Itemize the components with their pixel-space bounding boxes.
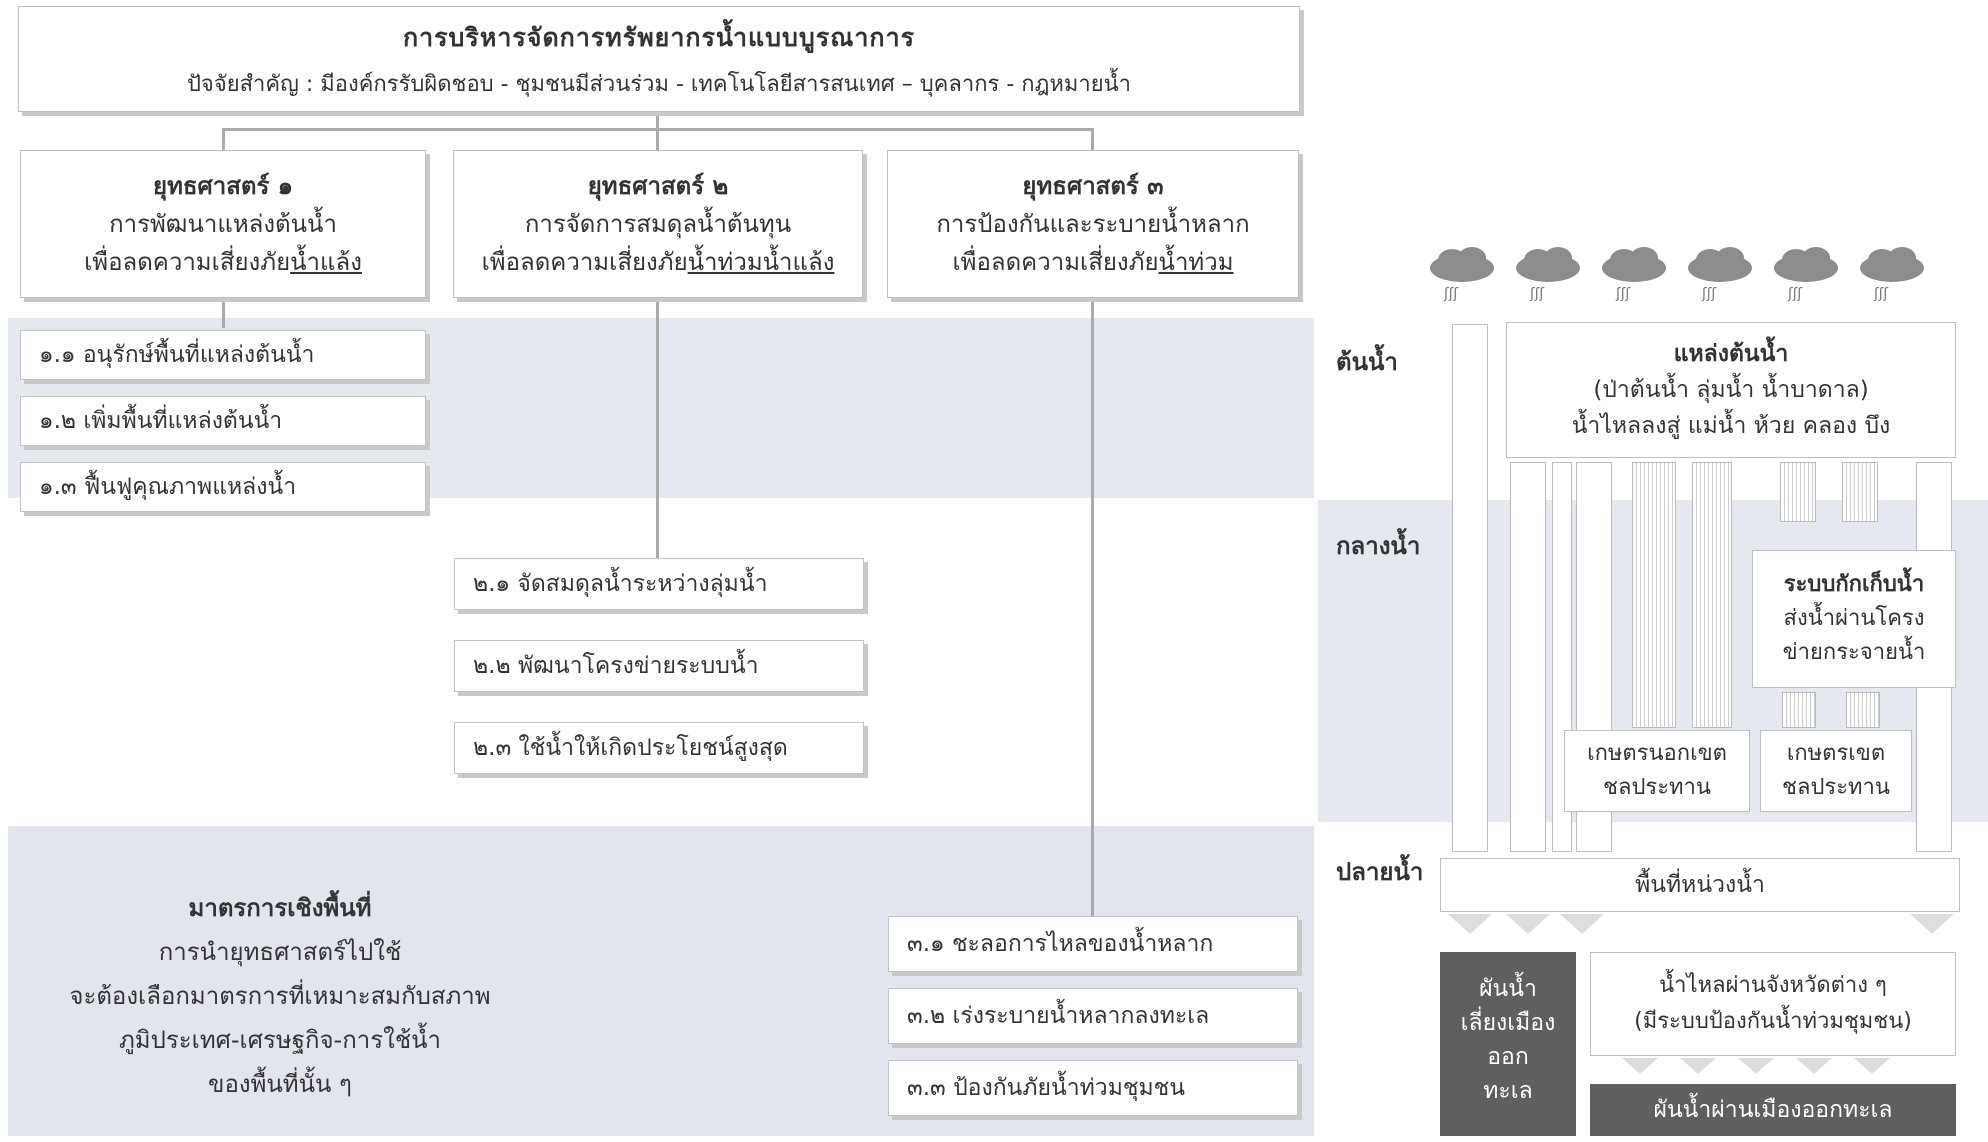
arrow-down-icon xyxy=(1560,914,1604,934)
through-line2: (มีระบบป้องกันน้ำท่วมชุมชน) xyxy=(1634,1009,1912,1034)
measure-2-1: ๒.๑ จัดสมดุลน้ำระหว่างลุ่มน้ำ xyxy=(454,558,864,610)
divert-line-4: ทะเล xyxy=(1483,1078,1533,1104)
rain-clouds: ʃʃʃ ʃʃʃ ʃʃʃ ʃʃʃ ʃʃʃ ʃʃʃ xyxy=(1430,247,1924,302)
flow-column-2 xyxy=(1510,462,1546,852)
arrow-down-icon xyxy=(1680,1058,1716,1074)
flow-hatch-a xyxy=(1632,462,1676,728)
svg-text:ʃʃʃ: ʃʃʃ xyxy=(1787,286,1802,302)
integrated-management-box: การบริหารจัดการทรัพยากรน้ำแบบบูรณาการ ปั… xyxy=(18,6,1300,112)
farm-irrigation-box: เกษตรเขต ชลประทาน xyxy=(1760,730,1912,812)
water-source-title: แหล่งต้นน้ำ xyxy=(1673,341,1789,367)
strategy-3-box: ยุทธศาสตร์ ๓ การป้องกันและระบายน้ำหลาก เ… xyxy=(887,150,1299,298)
arrow-down-icon xyxy=(1910,914,1954,934)
through-provinces-box: น้ำไหลผ่านจังหวัดต่าง ๆ (มีระบบป้องกันน้… xyxy=(1590,952,1956,1056)
arrow-down-icon xyxy=(1448,914,1492,934)
measure-1-3: ๑.๓ ฟื้นฟูคุณภาพแหล่งน้ำ xyxy=(20,462,426,512)
area-line-3: ภูมิประเทศ-เศรษฐกิจ-การใช้น้ำ xyxy=(118,1026,441,1054)
connector-s3 xyxy=(1091,128,1094,150)
svg-text:ʃʃʃ: ʃʃʃ xyxy=(1529,286,1544,302)
connector-s1-down xyxy=(222,298,225,328)
strategy-2-line2: เพื่อลดความเสี่ยงภัยน้ำท่วมน้ำแล้ง xyxy=(481,248,835,276)
arrow-down-icon xyxy=(1738,1058,1774,1074)
arrow-down-icon xyxy=(1622,1058,1658,1074)
strategy-3-title: ยุทธศาสตร์ ๓ xyxy=(1022,172,1164,200)
city-to-sea-bar: ผันน้ำผ่านเมืองออกทะเล xyxy=(1590,1084,1956,1136)
flow-hatch-d xyxy=(1842,462,1878,522)
rain-cloud-icon: ʃʃʃ xyxy=(1688,247,1752,302)
flow-hatch-b xyxy=(1692,462,1732,728)
water-source-line2: น้ำไหลลงสู่ แม่น้ำ ห้วย คลอง บึง xyxy=(1571,413,1891,439)
measure-1-1: ๑.๑ อนุรักษ์พื้นที่แหล่งต้นน้ำ xyxy=(20,330,426,380)
city-to-sea-label: ผันน้ำผ่านเมืองออกทะเล xyxy=(1653,1097,1893,1123)
measure-2-2: ๒.๒ พัฒนาโครงข่ายระบบน้ำ xyxy=(454,640,864,692)
storage-system-title: ระบบกักเก็บน้ำ xyxy=(1783,572,1925,597)
water-source-line1: (ป่าต้นน้ำ ลุ่มน้ำ น้ำบาดาล) xyxy=(1593,377,1869,403)
farm-inside-line1: เกษตรเขต xyxy=(1786,741,1886,766)
farm-outside-line1: เกษตรนอกเขต xyxy=(1587,741,1727,766)
strategy-1-line1: การพัฒนาแหล่งต้นน้ำ xyxy=(109,210,337,238)
divert-line-1: ผันน้ำ xyxy=(1479,976,1537,1002)
measure-3-2: ๓.๒ เร่งระบายน้ำหลากลงทะเล xyxy=(888,988,1298,1044)
connector-s2-down xyxy=(656,298,659,560)
storage-line1: ส่งน้ำผ่านโครง xyxy=(1783,606,1925,631)
rain-cloud-icon: ʃʃʃ xyxy=(1774,247,1838,302)
flow-column-left xyxy=(1452,324,1488,852)
area-line-4: ของพื้นที่นั้น ๆ xyxy=(208,1070,352,1098)
rain-cloud-icon: ʃʃʃ xyxy=(1602,247,1666,302)
rain-cloud-icon: ʃʃʃ xyxy=(1430,247,1494,302)
strategy-2-line1: การจัดการสมดุลน้ำต้นทุน xyxy=(524,210,792,238)
key-factors: ปัจจัยสำคัญ : มีองค์กรรับผิดชอบ - ชุมชนม… xyxy=(186,71,1132,97)
arrow-down-icon xyxy=(1854,1058,1890,1074)
svg-text:ʃʃʃ: ʃʃʃ xyxy=(1873,286,1888,302)
strategy-2-box: ยุทธศาสตร์ ๒ การจัดการสมดุลน้ำต้นทุน เพื… xyxy=(453,150,863,298)
zone-downstream: ปลายน้ำ xyxy=(1336,858,1424,886)
storage-line2: ข่ายกระจายน้ำ xyxy=(1782,640,1926,665)
svg-text:ʃʃʃ: ʃʃʃ xyxy=(1443,286,1458,302)
strategy-3-line1: การป้องกันและระบายน้ำหลาก xyxy=(936,210,1250,238)
flow-hatch-f xyxy=(1846,692,1880,728)
flow-hatch-e xyxy=(1782,692,1816,728)
connector-s2 xyxy=(656,128,659,150)
arrow-down-icon xyxy=(1796,1058,1832,1074)
storage-system-box: ระบบกักเก็บน้ำ ส่งน้ำผ่านโครง ข่ายกระจาย… xyxy=(1752,550,1956,688)
divert-bypass-box: ผันน้ำ เลี่ยงเมือง ออก ทะเล xyxy=(1440,952,1576,1136)
water-source-box: แหล่งต้นน้ำ (ป่าต้นน้ำ ลุ่มน้ำ น้ำบาดาล)… xyxy=(1506,322,1956,458)
retention-area-label: พื้นที่หน่วงน้ำ xyxy=(1635,872,1765,898)
flow-hatch-c xyxy=(1780,462,1816,522)
zone-upstream: ต้นน้ำ xyxy=(1336,348,1398,376)
rain-cloud-icon: ʃʃʃ xyxy=(1860,247,1924,302)
area-measures-title: มาตรการเชิงพื้นที่ xyxy=(188,894,372,922)
through-line1: น้ำไหลผ่านจังหวัดต่าง ๆ xyxy=(1659,973,1887,998)
arrow-down-icon xyxy=(1506,914,1550,934)
zone-midstream: กลางน้ำ xyxy=(1336,532,1421,560)
connector-s3-down xyxy=(1091,298,1094,916)
retention-area-box: พื้นที่หน่วงน้ำ xyxy=(1440,858,1960,912)
page-title: การบริหารจัดการทรัพยากรน้ำแบบบูรณาการ xyxy=(402,22,916,52)
strategy-1-title: ยุทธศาสตร์ ๑ xyxy=(153,172,293,200)
area-line-2: จะต้องเลือกมาตรการที่เหมาะสมกับสภาพ xyxy=(69,982,491,1010)
measure-3-3: ๓.๓ ป้องกันภัยน้ำท่วมชุมชน xyxy=(888,1060,1298,1116)
farm-inside-line2: ชลประทาน xyxy=(1782,775,1890,800)
measure-1-2: ๑.๒ เพิ่มพื้นที่แหล่งต้นน้ำ xyxy=(20,396,426,446)
divert-line-2: เลี่ยงเมือง xyxy=(1460,1010,1556,1036)
area-line-1: การนำยุทธศาสตร์ไปใช้ xyxy=(158,938,402,966)
connector-s1 xyxy=(222,128,225,150)
svg-text:ʃʃʃ: ʃʃʃ xyxy=(1615,286,1630,302)
area-measures: มาตรการเชิงพื้นที่ การนำยุทธศาสตร์ไปใช้ … xyxy=(20,886,540,1106)
strategy-1-box: ยุทธศาสตร์ ๑ การพัฒนาแหล่งต้นน้ำ เพื่อลด… xyxy=(20,150,426,298)
farm-outside-line2: ชลประทาน xyxy=(1603,775,1711,800)
farm-outside-irrigation-box: เกษตรนอกเขต ชลประทาน xyxy=(1564,730,1750,812)
measure-3-1: ๓.๑ ชะลอการไหลของน้ำหลาก xyxy=(888,916,1298,972)
divert-line-3: ออก xyxy=(1487,1044,1529,1070)
strategy-1-line2: เพื่อลดความเสี่ยงภัยน้ำแล้ง xyxy=(84,248,362,276)
connector-top-down xyxy=(656,112,659,130)
strategy-2-title: ยุทธศาสตร์ ๒ xyxy=(587,172,729,200)
svg-text:ʃʃʃ: ʃʃʃ xyxy=(1701,286,1716,302)
strategy-3-line2: เพื่อลดความเสี่ยงภัยน้ำท่วม xyxy=(952,248,1234,276)
measure-2-3: ๒.๓ ใช้น้ำให้เกิดประโยชน์สูงสุด xyxy=(454,722,864,774)
rain-cloud-icon: ʃʃʃ xyxy=(1516,247,1580,302)
